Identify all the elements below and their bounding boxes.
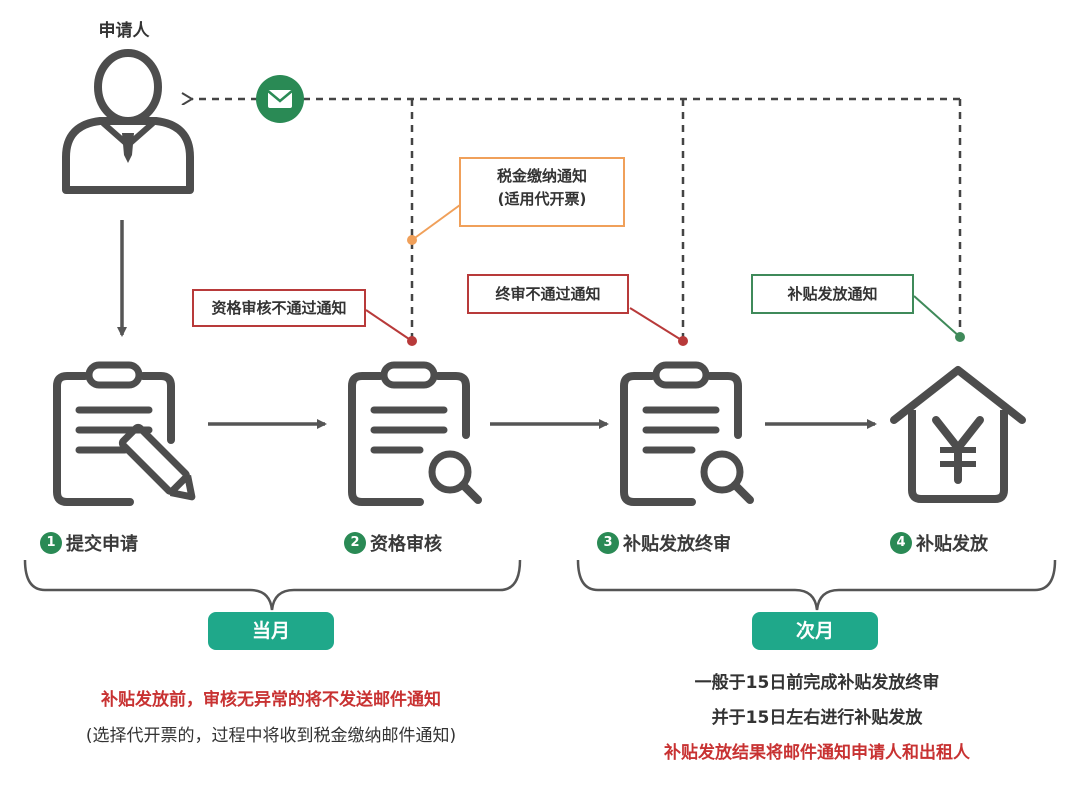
leader-subsidy xyxy=(913,295,961,338)
brace-current-month xyxy=(23,559,522,611)
period-current-month: 当月 xyxy=(208,612,334,650)
brace-next-month xyxy=(576,559,1057,611)
person-icon xyxy=(62,49,194,194)
note-final-fail: 终审不通过通知 xyxy=(467,274,629,314)
step-3-label: 补贴发放终审 xyxy=(623,534,731,555)
period-next-month: 次月 xyxy=(752,612,878,650)
dot-subsidy xyxy=(955,332,965,342)
leader-final-fail xyxy=(629,307,684,342)
clipboard-pencil-icon xyxy=(53,361,196,506)
right-note-line2: 并于15日左右进行补贴发放 xyxy=(711,708,923,728)
dot-tax xyxy=(407,235,417,245)
note-subsidy: 补贴发放通知 xyxy=(751,274,914,314)
step-1-label: 提交申请 xyxy=(66,534,138,555)
note-tax: 税金缴纳通知 (适用代开票) xyxy=(459,157,625,227)
note-qual-fail: 资格审核不通过通知 xyxy=(192,289,366,327)
left-note-line1: 补贴发放前，审核无异常的将不发送邮件通知 xyxy=(101,690,441,710)
step-4: 4 补贴发放 xyxy=(890,530,988,556)
note-tax-line2: (适用代开票) xyxy=(497,190,587,209)
dot-qual-fail xyxy=(407,336,417,346)
left-note-line2: (选择代开票的，过程中将收到税金缴纳邮件通知) xyxy=(85,726,457,746)
note-tax-line1: 税金缴纳通知 xyxy=(496,167,587,185)
right-note-line3: 补贴发放结果将邮件通知申请人和出租人 xyxy=(664,743,970,763)
mail-icon xyxy=(256,75,304,123)
leader-tax xyxy=(411,204,461,241)
step-1-number: 1 xyxy=(40,532,62,554)
step-1: 1 提交申请 xyxy=(40,530,138,556)
step-2: 2 资格审核 xyxy=(344,530,442,556)
step-4-label: 补贴发放 xyxy=(916,534,988,555)
applicant-label: 申请人 xyxy=(98,21,150,41)
step-3: 3 补贴发放终审 xyxy=(597,530,731,556)
step-2-number: 2 xyxy=(344,532,366,554)
clipboard-search-icon xyxy=(620,361,754,506)
leader-qual-fail xyxy=(365,309,413,342)
step-3-number: 3 xyxy=(597,532,619,554)
step-2-label: 资格审核 xyxy=(370,534,442,555)
step-4-number: 4 xyxy=(890,532,912,554)
house-yen-icon xyxy=(890,366,1026,503)
clipboard-search-icon xyxy=(348,361,482,506)
dot-final-fail xyxy=(678,336,688,346)
right-note-line1: 一般于15日前完成补贴发放终审 xyxy=(694,673,940,693)
